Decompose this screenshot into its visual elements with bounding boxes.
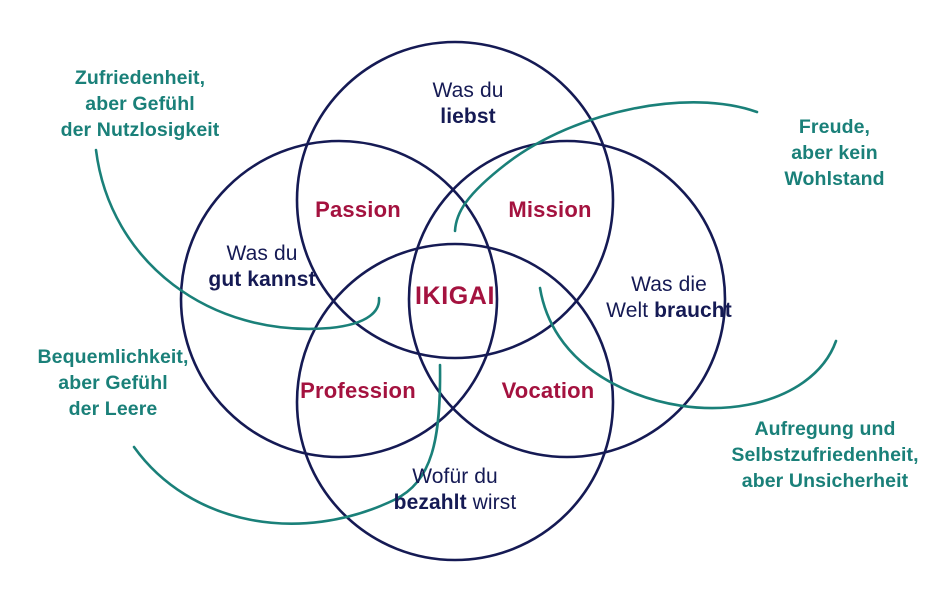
callout-top-right-line2: aber kein [791,141,878,164]
callout-top-right-line1: Freude, [798,116,871,138]
connector-top-right [453,101,759,233]
label-was-du-gut-kannst-line1: Was du [226,242,298,265]
label-passion: Passion [315,197,401,222]
label-mission: Mission [508,197,592,222]
circle-was-du-liebst [295,40,615,360]
label-was-du-gut-kannst-line2: gut kannst [208,267,316,291]
callout-bottom-left-line2: aber Gefühl [58,371,168,394]
callout-bottom-right-line3: aber Unsicherheit [741,469,909,492]
label-wofuer-du-bezahlt-wirst-line2-suffix: wirst [466,490,517,514]
callout-top-left-line1: Zufriedenheit, [74,67,206,89]
callout-bottom-right-line1: Aufregung und [754,418,896,440]
label-was-die-welt-braucht-line1: Was die [631,273,707,296]
callout-bottom-right: Aufregung und Selbstzufriedenheit, aber … [718,417,932,495]
label-was-du-liebst-line1: Was du [432,79,504,102]
connector-top-left [94,148,381,331]
connector-bottom-left [132,363,442,525]
label-vocation: Vocation [501,378,595,403]
label-wofuer-du-bezahlt-wirst-line1: Wofür du [412,465,498,488]
callout-bottom-left-line3: der Leere [68,397,158,420]
label-was-du-gut-kannst: Was du gut kannst [150,241,374,292]
circle-wofuer-du-bezahlt-wirst [295,242,615,562]
label-wofuer-du-bezahlt-wirst-line2: bezahlt [393,490,467,514]
label-was-die-welt-braucht-line2-prefix: Welt [606,298,655,322]
callout-bottom-right-line2: Selbstzufriedenheit, [731,443,919,466]
callout-top-left-line2: aber Gefühl [85,92,195,115]
callout-bottom-left: Bequemlichkeit, aber Gefühl der Leere [12,345,214,423]
callout-top-right: Freude, aber kein Wohlstand [752,115,917,193]
label-was-die-welt-braucht: Was die Welt braucht [556,272,782,323]
label-profession: Profession [300,378,416,403]
circle-was-die-welt-braucht [407,139,727,459]
callout-top-right-line3: Wohlstand [784,167,885,190]
callout-top-left: Zufriedenheit, aber Gefühl der Nutzlosig… [30,66,250,144]
label-ikigai: IKIGAI [415,282,495,310]
label-wofuer-du-bezahlt-wirst: Wofür du bezahlt wirst [343,464,567,515]
callout-bottom-left-line1: Bequemlichkeit, [37,346,189,368]
callout-top-left-line3: der Nutzlosigkeit [60,118,220,141]
label-was-die-welt-braucht-line2: braucht [654,298,732,322]
circle-was-du-gut-kannst [179,139,499,459]
label-was-du-liebst-line2: liebst [440,104,496,128]
label-was-du-liebst: Was du liebst [0,78,936,129]
connector-bottom-right [538,286,838,410]
